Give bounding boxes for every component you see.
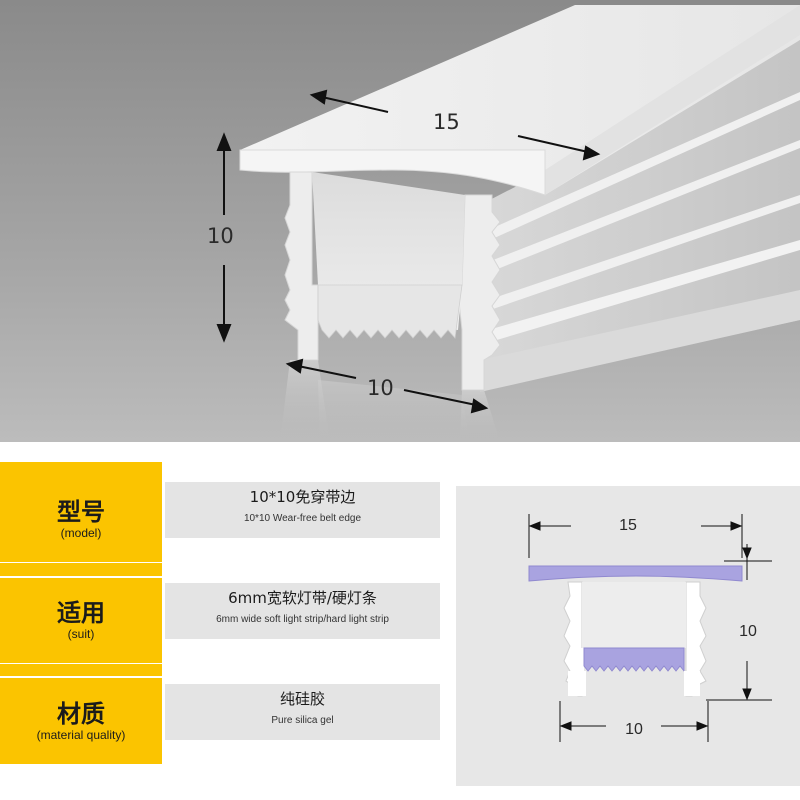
spec-row-model: 型号 (model) 10*10免穿带边 10*10 Wear-free bel…: [0, 462, 800, 562]
dimension-arrows: [216, 89, 601, 414]
spec-row-suit: 适用 (suit) 6mm宽软灯带/硬灯条 6mm wide soft ligh…: [0, 563, 800, 663]
product-render-illustration: [0, 0, 800, 442]
spec-label-en: (material quality): [36, 728, 126, 742]
width-dimension-label: 15: [433, 110, 460, 134]
diagram-side-label: 10: [739, 623, 757, 640]
spec-value-box: 10*10免穿带边 10*10 Wear-free belt edge: [165, 482, 440, 538]
spec-label-cn: 材质: [57, 700, 105, 728]
spec-label-cn: 型号: [57, 498, 105, 526]
spec-divider: [0, 676, 162, 678]
spec-value-en: 6mm wide soft light strip/hard light str…: [216, 614, 389, 625]
spec-label-cell: 适用 (suit): [0, 563, 162, 663]
diagram-top-label: 15: [619, 517, 637, 534]
product-render: 15 10 10: [0, 0, 800, 442]
spec-label-cn: 适用: [57, 599, 105, 627]
spec-divider: [0, 576, 162, 578]
spec-label-en: (suit): [67, 627, 95, 641]
base-width-dimension-label: 10: [367, 376, 394, 400]
spec-value-cn: 6mm宽软灯带/硬灯条: [228, 589, 377, 607]
spec-value-cn: 纯硅胶: [279, 690, 325, 708]
spec-value-en: 10*10 Wear-free belt edge: [243, 513, 362, 524]
spec-value-box: 纯硅胶 Pure silica gel: [165, 684, 440, 740]
diagram-bottom-label: 10: [625, 721, 643, 738]
spec-row-material: 材质 (material quality) 纯硅胶 Pure silica ge…: [0, 664, 800, 764]
spec-label-en: (model): [60, 526, 102, 540]
spec-label-cell: 材质 (material quality): [0, 664, 162, 764]
spec-value-en: Pure silica gel: [271, 715, 334, 726]
cross-section-illustration: 15 10 10: [528, 514, 772, 742]
diagram-dimension-lines: [528, 514, 772, 742]
cross-section-diagram: 15 10 10: [456, 486, 800, 786]
spec-value-cn: 10*10免穿带边: [249, 488, 356, 506]
height-dimension-label: 10: [207, 224, 234, 248]
spec-label-cell: 型号 (model): [0, 462, 162, 562]
spec-value-box: 6mm宽软灯带/硬灯条 6mm wide soft light strip/ha…: [165, 583, 440, 639]
